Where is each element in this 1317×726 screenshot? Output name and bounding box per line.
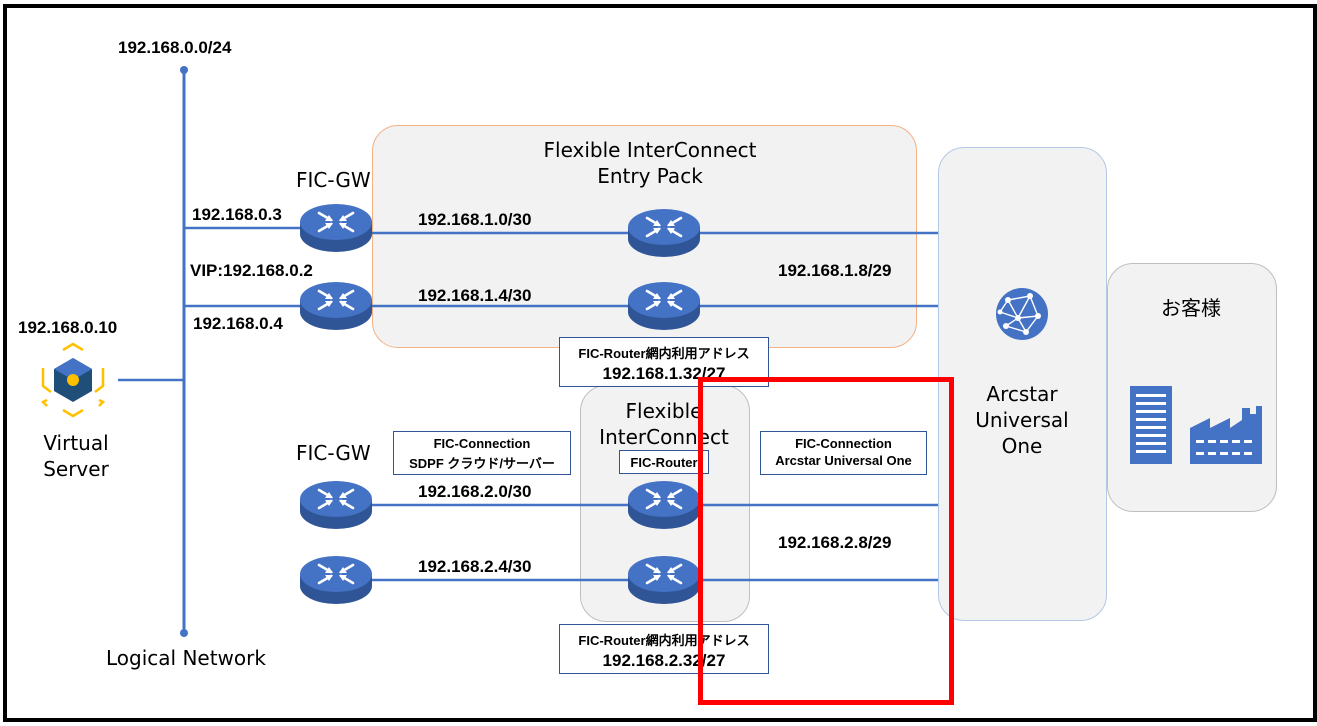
router-icon	[628, 556, 700, 604]
router-icon	[628, 282, 700, 330]
link-label: 192.168.2.4/30	[418, 557, 532, 576]
router-icon	[300, 204, 372, 252]
factory-icon	[1190, 406, 1262, 464]
arcstar-line2: Universal	[975, 408, 1069, 432]
highlight-box	[698, 377, 954, 705]
fic-gw-top-label: FIC-GW	[296, 168, 371, 192]
network-subnet-label: 192.168.0.0/24	[118, 38, 232, 57]
entry-pack-title-line1: Flexible InterConnect	[543, 138, 757, 162]
fic-lower-title-line2: InterConnect	[599, 425, 729, 449]
conn-sdpf-line1: FIC-Connection	[433, 436, 531, 451]
globe-icon	[996, 288, 1048, 340]
link-label: 192.168.1.4/30	[418, 286, 532, 305]
conn-sdpf-line2: SDPF クラウド/サーバー	[409, 456, 555, 471]
arcstar-line1: Arcstar	[986, 382, 1058, 406]
virtual-server-label: Virtual Server	[28, 430, 124, 482]
address-box-range: 192.168.2.32/27	[602, 651, 726, 670]
office-building-icon	[1130, 386, 1172, 464]
logical-network-line	[180, 66, 188, 637]
router-icon	[628, 481, 700, 529]
fic-lower-address-box: FIC-Router網内利用アドレス 192.168.2.32/27	[559, 624, 769, 674]
fic-gw-ip2: 192.168.0.4	[193, 314, 283, 333]
virtual-server-ip: 192.168.0.10	[18, 318, 118, 337]
router-icon	[300, 556, 372, 604]
conn-arcstar-line1: FIC-Connection	[795, 436, 892, 451]
virtual-server-label-line1: Virtual	[43, 431, 109, 455]
entry-pack-title-line2: Entry Pack	[597, 164, 703, 188]
router-icon	[628, 209, 700, 257]
logical-network-label: Logical Network	[106, 646, 266, 670]
virtual-server-label-line2: Server	[43, 457, 109, 481]
link-label: 192.168.1.0/30	[418, 210, 532, 229]
uplink-label: 192.168.1.8/29	[778, 261, 892, 280]
fic-lower-title: Flexible InterConnect	[580, 398, 748, 450]
fic-lower-title-line1: Flexible	[625, 399, 703, 423]
address-box-title: FIC-Router網内利用アドレス	[578, 346, 750, 361]
virtual-server-icon	[40, 342, 106, 418]
access-links	[118, 226, 300, 382]
uplink-label: 192.168.2.8/29	[778, 533, 892, 552]
arcstar-panel	[938, 147, 1107, 621]
fic-connection-sdpf-box: FIC-Connection SDPF クラウド/サーバー	[393, 431, 571, 475]
arcstar-line3: One	[1001, 434, 1043, 458]
link-label: 192.168.2.0/30	[418, 482, 532, 501]
customer-label: お客様	[1161, 296, 1221, 320]
fic-router-label-box: FIC-Router	[619, 450, 709, 474]
fic-gw-bottom-label: FIC-GW	[296, 441, 371, 465]
fic-router-label: FIC-Router	[630, 455, 698, 470]
conn-arcstar-line2: Arcstar Universal One	[775, 453, 912, 468]
router-icon	[300, 282, 372, 330]
core-links	[372, 231, 938, 582]
entry-pack-title: Flexible InterConnect Entry Pack	[500, 137, 800, 189]
arcstar-label: Arcstar Universal One	[938, 381, 1106, 459]
fic-gw-vip: VIP:192.168.0.2	[190, 261, 313, 280]
fic-gw-ip1: 192.168.0.3	[192, 205, 282, 224]
fic-connection-arcstar-box: FIC-Connection Arcstar Universal One	[760, 431, 927, 475]
address-box-range: 192.168.1.32/27	[602, 364, 726, 383]
router-icon	[300, 481, 372, 529]
address-box-title: FIC-Router網内利用アドレス	[578, 633, 750, 648]
